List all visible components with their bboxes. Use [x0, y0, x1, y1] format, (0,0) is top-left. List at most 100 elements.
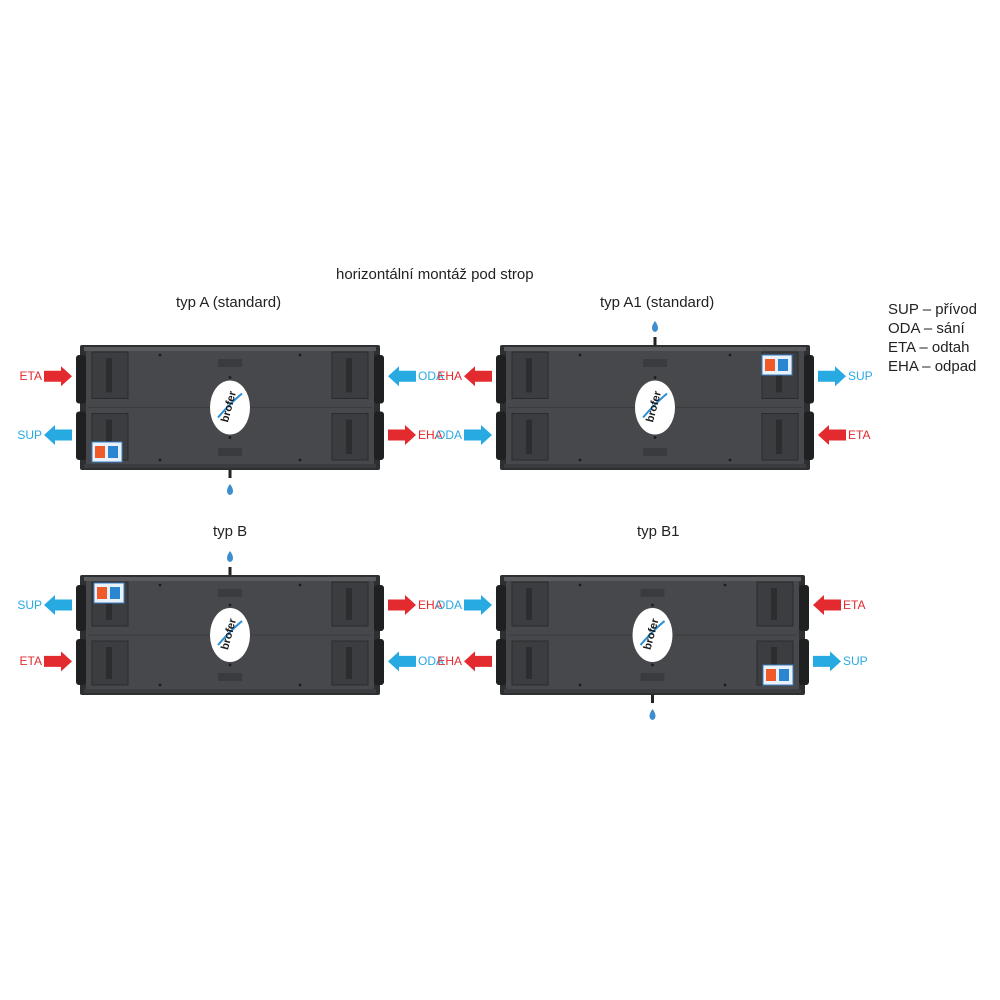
vent-slot: [218, 589, 242, 597]
arrow-sup-icon: [44, 425, 72, 445]
vent-slot: [640, 673, 665, 681]
port-label-sup: SUP: [843, 654, 868, 669]
duct-collar: [374, 639, 384, 685]
filter-handle: [771, 647, 777, 679]
drain-pipe: [651, 695, 654, 703]
duct-collar: [374, 585, 384, 631]
control-panel-display: [766, 669, 776, 681]
screw: [228, 663, 232, 667]
duct-collar: [76, 639, 86, 685]
screw: [653, 436, 657, 439]
filter-handle: [106, 419, 112, 454]
arrow-oda-icon: [464, 425, 492, 445]
duct-collar: [76, 585, 86, 631]
port-label-eta: ETA: [19, 369, 42, 384]
filter-handle: [526, 647, 532, 679]
vent-slot: [218, 359, 242, 367]
arrow-eta-icon: [818, 425, 846, 445]
vent-slot: [643, 359, 667, 367]
arrow-eha-icon: [464, 366, 492, 387]
screw: [578, 458, 582, 462]
port-label-eta: ETA: [848, 428, 871, 442]
screw: [228, 603, 232, 607]
brand-swoosh-icon: [639, 620, 666, 646]
unit-top-ledge: [504, 347, 806, 351]
screw: [158, 583, 162, 587]
filter-handle: [776, 419, 782, 454]
filter-handle: [106, 358, 112, 393]
drain-pipe: [228, 567, 232, 575]
unit-4: brofer: [464, 575, 841, 720]
unit-type-label: typ A1 (standard): [600, 294, 715, 311]
port-label-sup: SUP: [848, 369, 873, 384]
port-label-oda: ODA: [435, 598, 462, 612]
screw: [578, 353, 582, 357]
port-label-eha: EHA: [437, 654, 462, 669]
port-label-sup: SUP: [17, 428, 42, 442]
arrow-oda-icon: [464, 595, 492, 615]
brand-swoosh-icon: [217, 392, 243, 419]
arrow-eha-icon: [388, 425, 416, 445]
filter-handle: [526, 419, 532, 454]
unit-bottom-ledge: [504, 689, 801, 693]
screw: [298, 353, 302, 357]
port-label-oda: ODA: [418, 654, 445, 669]
unit-top-ledge: [84, 577, 376, 581]
drain-pipe: [228, 470, 232, 478]
screw: [651, 663, 654, 667]
filter-handle: [526, 588, 532, 620]
port-label-eha: EHA: [418, 598, 443, 612]
filter-handle: [346, 647, 352, 679]
legend-item-eha: EHA – odpad: [888, 358, 977, 375]
duct-collar: [804, 411, 814, 460]
duct-collar: [76, 355, 86, 404]
arrow-eta-icon: [44, 651, 72, 672]
duct-collar: [496, 639, 506, 685]
unit-bottom-ledge: [84, 464, 376, 468]
port-label-eha: EHA: [437, 369, 462, 384]
port-label-oda: ODA: [418, 369, 445, 384]
drain-pipe: [653, 337, 657, 345]
screw: [651, 603, 654, 607]
screw: [158, 683, 162, 687]
port-label-eha: EHA: [418, 428, 443, 442]
control-panel-indicator: [110, 587, 120, 599]
arrow-sup-icon: [818, 366, 846, 387]
filter-handle: [106, 647, 112, 679]
duct-collar: [799, 585, 809, 631]
control-panel-display: [765, 359, 775, 371]
arrow-sup-icon: [44, 595, 72, 615]
arrow-eha-icon: [388, 595, 416, 615]
arrow-oda-icon: [388, 651, 416, 672]
unit-type-label: typ A (standard): [176, 294, 282, 311]
water-drop-icon: [649, 709, 656, 720]
unit-bottom-ledge: [84, 689, 376, 693]
duct-collar: [804, 355, 814, 404]
unit-top-ledge: [504, 577, 801, 581]
brand-swoosh-icon: [217, 620, 243, 646]
duct-collar: [374, 355, 384, 404]
duct-collar: [799, 639, 809, 685]
page-title: horizontální montáž pod strop: [336, 266, 534, 283]
screw: [158, 353, 162, 357]
unit-type-label: typ B1: [637, 523, 680, 540]
duct-collar: [374, 411, 384, 460]
screw: [578, 583, 582, 587]
filter-handle: [526, 358, 532, 393]
screw: [578, 683, 582, 687]
vent-slot: [218, 673, 242, 681]
control-panel-indicator: [108, 446, 118, 458]
vent-slot: [640, 589, 665, 597]
legend: SUP – přívod ODA – sání ETA – odtah EHA …: [888, 300, 977, 376]
filter-handle: [346, 358, 352, 393]
unit-1: brofer: [44, 345, 416, 495]
screw: [298, 583, 302, 587]
unit-type-label: typ B: [213, 523, 248, 540]
arrow-eha-icon: [464, 651, 492, 672]
duct-collar: [496, 411, 506, 460]
filter-handle: [346, 588, 352, 620]
water-drop-icon: [227, 551, 233, 562]
screw: [728, 353, 732, 357]
port-label-oda: ODA: [435, 428, 462, 442]
